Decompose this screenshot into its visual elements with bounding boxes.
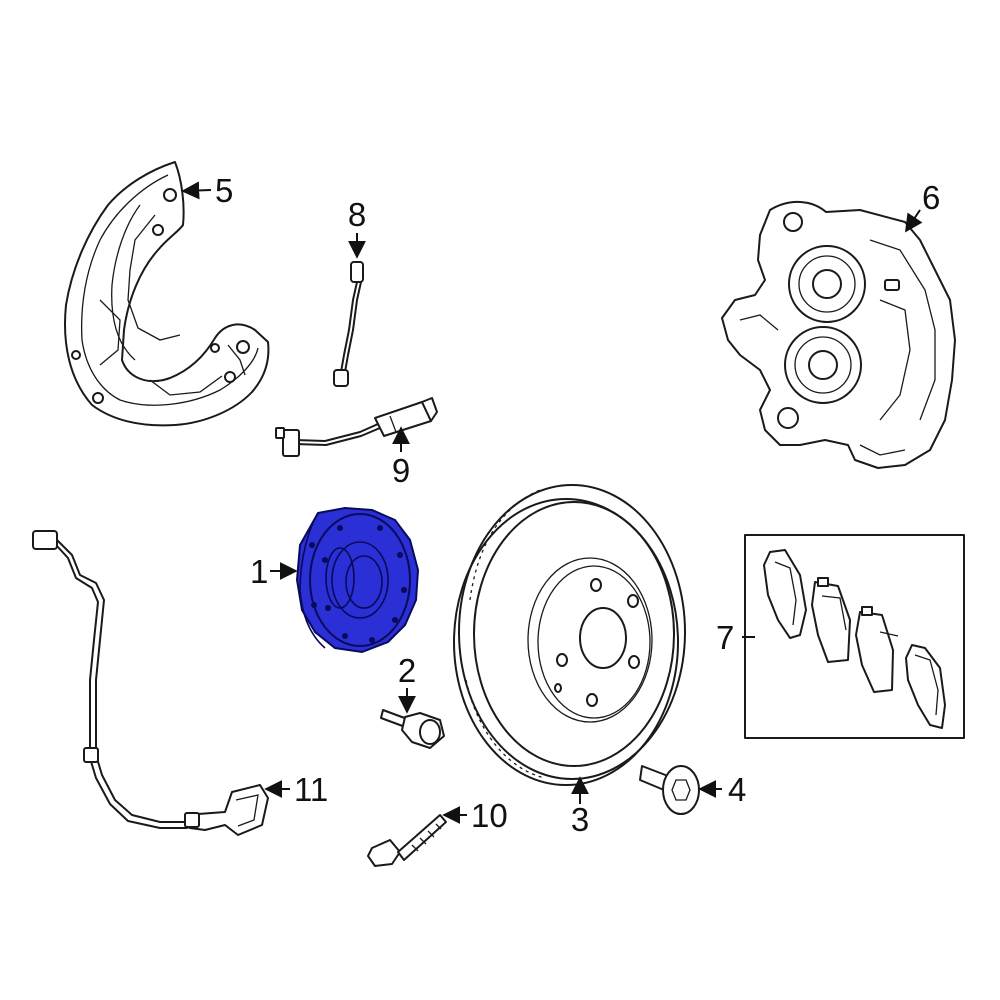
rotor-screw-part[interactable] [639, 765, 700, 815]
callout-3: 3 [571, 801, 589, 838]
brake-pad-set-part[interactable] [744, 534, 965, 739]
bolt-10-part[interactable] [367, 814, 447, 867]
bolt-2-part[interactable] [380, 709, 445, 749]
callout-10: 10 [471, 797, 508, 834]
callout-7: 7 [716, 619, 734, 656]
callout-11: 11 [294, 771, 328, 808]
callout-5: 5 [215, 172, 233, 209]
hub-assembly-part[interactable] [295, 506, 420, 654]
callout-2: 2 [398, 652, 416, 689]
brake-rotor-part[interactable] [453, 484, 686, 786]
callout-4: 4 [728, 771, 746, 808]
callout-8: 8 [348, 196, 366, 233]
leader-6 [905, 209, 923, 233]
callout-6: 6 [922, 179, 940, 216]
abs-sensor-part[interactable] [32, 530, 269, 836]
callout-1: 1 [250, 553, 268, 590]
dust-shield-part[interactable] [64, 161, 270, 427]
leader-5 [181, 181, 212, 200]
brake-caliper-part[interactable] [721, 201, 956, 469]
callout-9: 9 [392, 452, 410, 489]
wear-sensor-part[interactable] [333, 261, 364, 387]
wear-sensor-lead-part[interactable] [275, 397, 438, 457]
